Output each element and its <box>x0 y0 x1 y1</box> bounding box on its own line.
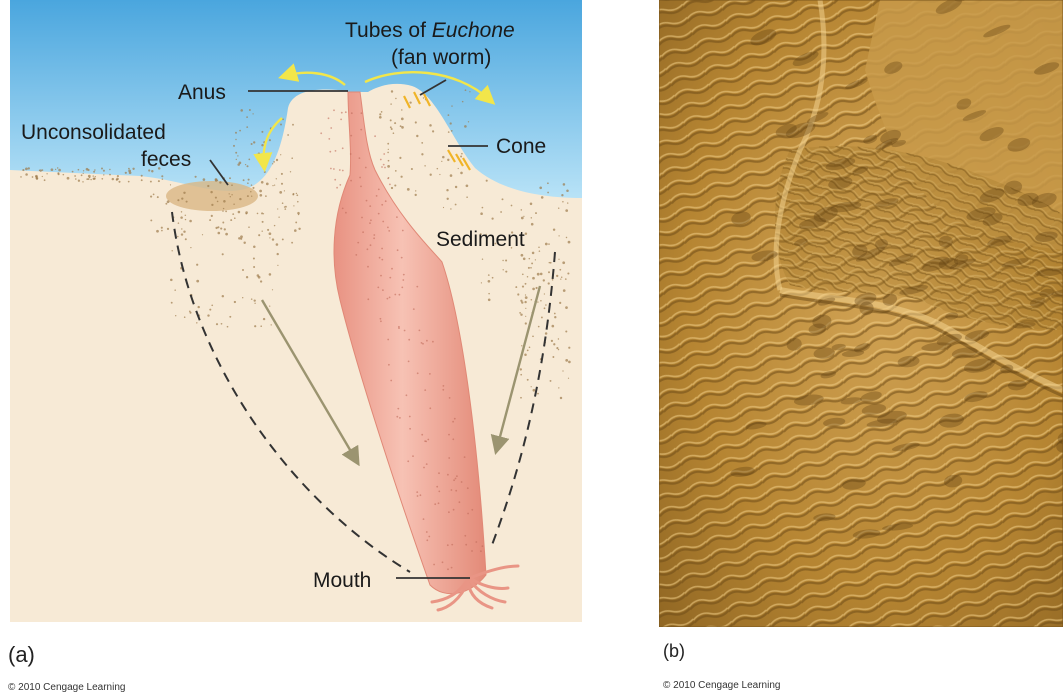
label-cone: Cone <box>496 135 546 158</box>
label-sediment: Sediment <box>436 228 525 251</box>
panel-a-credit: © 2010 Cengage Learning <box>8 682 125 693</box>
panel-a-label: (a) <box>8 642 35 668</box>
label-tubes-line2: (fan worm) <box>391 46 491 69</box>
panel-b-label: (b) <box>663 641 685 662</box>
label-anus: Anus <box>178 81 226 104</box>
label-feces: feces <box>141 148 191 171</box>
feces-patch <box>166 181 258 211</box>
panel-a-diagram: Tubes of Euchone (fan worm) Anus Unconso… <box>10 0 582 622</box>
panel-b-credit: © 2010 Cengage Learning <box>663 680 780 691</box>
label-unconsolidated: Unconsolidated <box>21 121 166 144</box>
label-tubes-line1: Tubes of Euchone <box>345 19 515 42</box>
label-mouth: Mouth <box>313 569 371 592</box>
sand-ripple-photo <box>659 0 1063 627</box>
